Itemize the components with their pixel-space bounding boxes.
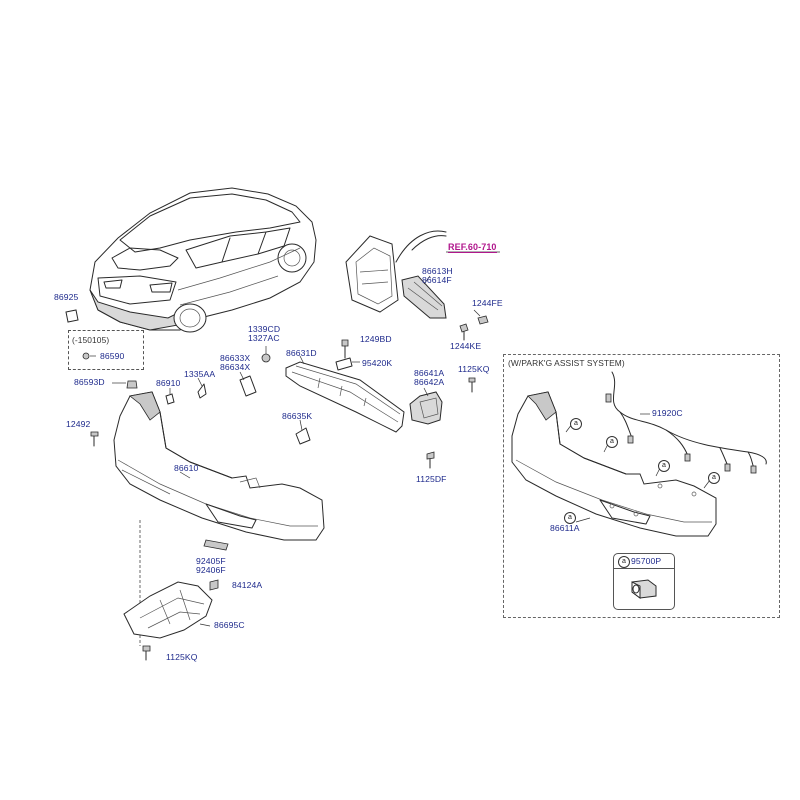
- label-86590[interactable]: 86590: [100, 351, 125, 361]
- label-86593D[interactable]: 86593D: [74, 377, 105, 387]
- parking-sensor-icon: [631, 579, 657, 599]
- date-note-box: [68, 330, 144, 370]
- label-1125KQ-bottom[interactable]: 1125KQ: [166, 652, 198, 662]
- callout-a-marker: a: [564, 512, 576, 524]
- label-95700P[interactable]: 95700P: [631, 556, 662, 566]
- label-86610[interactable]: 86610: [174, 463, 199, 473]
- date-note-label: (-150105): [72, 335, 110, 345]
- label-86925[interactable]: 86925: [54, 292, 79, 302]
- label-91920C[interactable]: 91920C: [652, 408, 683, 418]
- label-1244FE[interactable]: 1244FE: [472, 298, 503, 308]
- sensor-legend-header: a 95700P: [614, 554, 674, 569]
- bracket-86641A: [409, 387, 443, 425]
- label-86910[interactable]: 86910: [156, 378, 181, 388]
- wiring-harness: [605, 371, 767, 474]
- callout-a-marker: a: [618, 555, 630, 568]
- label-84124A[interactable]: 84124A: [232, 580, 263, 590]
- park-assist-box: [503, 354, 780, 618]
- label-95420K[interactable]: 95420K: [362, 358, 393, 368]
- label-86642A[interactable]: 86642A: [414, 377, 445, 387]
- label-86634X[interactable]: 86634X: [220, 362, 251, 372]
- label-86695C[interactable]: 86695C: [214, 620, 245, 630]
- label-1244KE[interactable]: 1244KE: [450, 341, 482, 351]
- label-1327AC[interactable]: 1327AC: [248, 333, 280, 343]
- under-cover: [123, 581, 213, 639]
- part-86925-shape: [65, 309, 79, 323]
- callout-a-marker: a: [658, 460, 670, 472]
- sensor-legend-box: a 95700P: [613, 553, 675, 610]
- rear-bumper-main: [113, 391, 325, 541]
- label-1249BD[interactable]: 1249BD: [360, 334, 392, 344]
- callout-a-marker: a: [708, 472, 720, 484]
- bracket-86613H: [401, 275, 447, 319]
- part-86593D-shape: [126, 380, 138, 389]
- callout-a-marker: a: [570, 418, 582, 430]
- label-86635K[interactable]: 86635K: [282, 411, 313, 421]
- label-1339CD[interactable]: 1339CD: [248, 324, 281, 334]
- label-86613H[interactable]: 86613H: [422, 266, 453, 276]
- label-1335AA[interactable]: 1335AA: [184, 369, 216, 379]
- bumper-beam: [285, 355, 405, 433]
- parking-assist-caption: (W/PARK'G ASSIST SYSTEM): [508, 358, 625, 368]
- label-86631D[interactable]: 86631D: [286, 348, 317, 358]
- car-illustration: [89, 187, 317, 333]
- label-86633X[interactable]: 86633X: [220, 353, 251, 363]
- label-86641A[interactable]: 86641A: [414, 368, 445, 378]
- label-1125DF[interactable]: 1125DF: [416, 474, 447, 484]
- label-12492[interactable]: 12492: [66, 419, 91, 429]
- part-86590-shape: [82, 352, 90, 360]
- label-1125KQ-top[interactable]: 1125KQ: [458, 364, 490, 374]
- callout-a-marker: a: [606, 436, 618, 448]
- label-86614F[interactable]: 86614F: [422, 275, 452, 285]
- reference-link[interactable]: REF.60-710: [448, 242, 497, 253]
- label-92405F[interactable]: 92405F: [196, 556, 226, 566]
- label-92406F[interactable]: 92406F: [196, 565, 226, 575]
- label-86611A[interactable]: 86611A: [550, 523, 580, 533]
- rear-bumper-park-assist: [511, 391, 717, 537]
